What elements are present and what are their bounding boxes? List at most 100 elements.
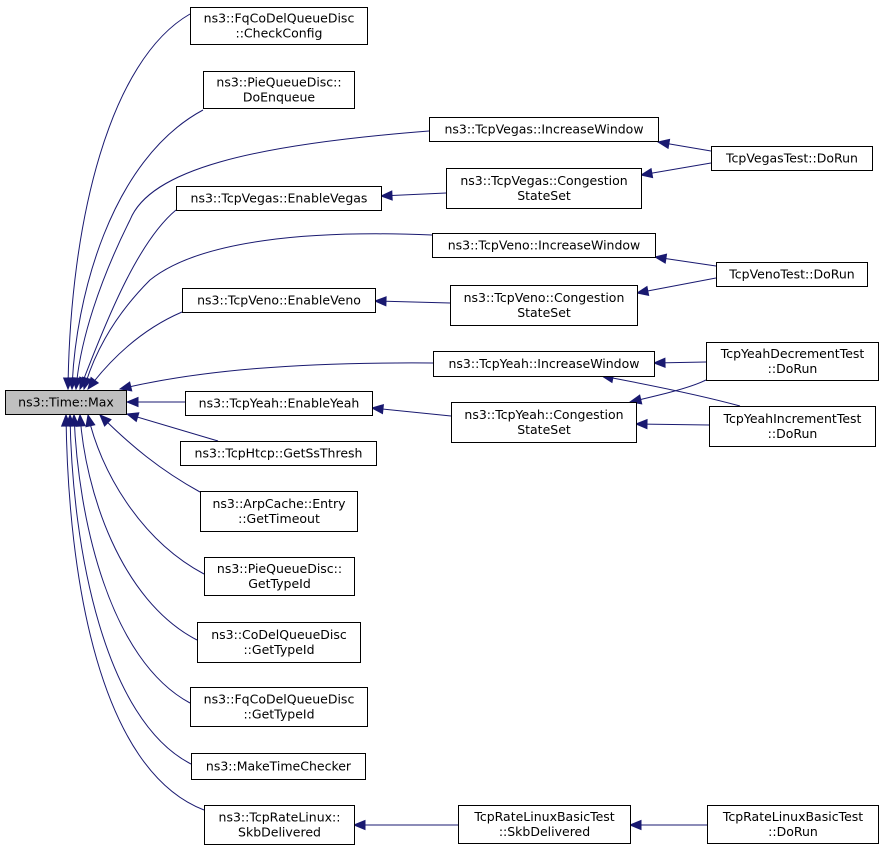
node-vegastest[interactable]: TcpVegasTest::DoRun bbox=[711, 146, 873, 171]
node-mtc-box bbox=[191, 753, 366, 780]
edge-yeahcong-to-yeahen bbox=[371, 407, 452, 417]
node-vegasen[interactable]: ns3::TcpVegas::EnableVegas bbox=[176, 186, 382, 211]
edge-vegastest-to-vegascong bbox=[640, 162, 712, 176]
node-yeahincr[interactable]: TcpYeahIncrementTest::DoRun bbox=[709, 406, 876, 447]
arrowhead-vegascong-to-vegasen bbox=[379, 190, 393, 201]
node-venocong-label-0: ns3::TcpVeno::Congestion bbox=[464, 290, 625, 305]
node-vegascong-box bbox=[446, 168, 642, 209]
edge-vegasinc-to-root bbox=[75, 130, 430, 390]
node-htcp-box bbox=[180, 441, 377, 466]
edge-codeltype-to-root bbox=[79, 414, 198, 641]
edge-venotest-to-venocong bbox=[636, 277, 717, 294]
node-venoen-label-0: ns3::TcpVeno::EnableVeno bbox=[197, 293, 361, 308]
node-pieenq-label-1: DoEnqueue bbox=[243, 90, 316, 105]
arrowhead-vegastest-to-vegasinc bbox=[656, 138, 671, 150]
arrowhead-venocong-to-venoen bbox=[373, 296, 387, 307]
node-pietype-box bbox=[204, 557, 355, 596]
arrowhead-ratetest-to-ratelinux bbox=[352, 819, 366, 831]
arrowhead-yeahincr-to-yeahcong bbox=[634, 418, 648, 430]
edge-arp-to-root bbox=[99, 414, 201, 493]
node-yeahinc-label-0: ns3::TcpYeah::IncreaseWindow bbox=[449, 356, 640, 371]
node-yeahdec-label-1: ::DoRun bbox=[768, 361, 818, 376]
node-vegastest-box bbox=[711, 146, 873, 171]
node-venoinc[interactable]: ns3::TcpVeno::IncreaseWindow bbox=[432, 233, 656, 258]
node-ratetestrun-label-0: TcpRateLinuxBasicTest bbox=[722, 809, 863, 824]
arrowhead-venotest-to-venocong bbox=[635, 285, 650, 297]
node-fqtype[interactable]: ns3::FqCoDelQueueDisc::GetTypeId bbox=[190, 687, 368, 727]
node-venoinc-box bbox=[432, 233, 656, 258]
node-arp-box bbox=[200, 491, 358, 532]
node-ratetest[interactable]: TcpRateLinuxBasicTest::SkbDelivered bbox=[458, 805, 631, 844]
edge-mtc-to-root bbox=[69, 414, 192, 765]
node-ratetestrun[interactable]: TcpRateLinuxBasicTest::DoRun bbox=[707, 805, 879, 844]
node-yeahen[interactable]: ns3::TcpYeah::EnableYeah bbox=[185, 391, 373, 416]
edge-pieenq-to-root bbox=[71, 109, 204, 390]
node-venocong-box bbox=[450, 285, 638, 326]
edges-layer bbox=[60, 13, 741, 831]
arrowhead-venoen-to-root bbox=[87, 376, 100, 391]
node-venotest-label-0: TcpVenoTest::DoRun bbox=[728, 267, 854, 282]
edge-fqtype-to-root bbox=[73, 414, 191, 704]
node-ratetestrun-box bbox=[707, 805, 879, 844]
node-yeahcong-box bbox=[451, 402, 637, 443]
node-yeahincr-box bbox=[709, 406, 876, 447]
edge-pietype-to-root bbox=[87, 414, 205, 575]
node-yeahcong-label-0: ns3::TcpYeah::Congestion bbox=[464, 407, 623, 422]
node-pietype-label-0: ns3::PieQueueDisc:: bbox=[217, 561, 342, 576]
node-mtc[interactable]: ns3::MakeTimeChecker bbox=[191, 753, 366, 780]
node-yeahdec[interactable]: TcpYeahDecrementTest::DoRun bbox=[706, 342, 879, 381]
edge-fqcheck-to-root bbox=[67, 13, 191, 390]
node-ratelinux-box bbox=[204, 805, 355, 845]
node-venoen[interactable]: ns3::TcpVeno::EnableVeno bbox=[182, 288, 376, 313]
node-fqtype-label-1: ::GetTypeId bbox=[243, 707, 314, 722]
edge-venocong-to-venoen bbox=[374, 300, 451, 304]
node-vegasinc-box bbox=[429, 117, 659, 142]
node-pietype[interactable]: ns3::PieQueueDisc::GetTypeId bbox=[204, 557, 355, 596]
node-fqcheck[interactable]: ns3::FqCoDelQueueDisc::CheckConfig bbox=[190, 7, 368, 45]
arrowhead-vegastest-to-vegascong bbox=[639, 167, 654, 179]
node-codeltype-label-0: ns3::CoDelQueueDisc bbox=[211, 627, 347, 642]
node-vegasen-box bbox=[176, 186, 382, 211]
node-yeahinc[interactable]: ns3::TcpYeah::IncreaseWindow bbox=[433, 351, 655, 377]
node-pieenq-box bbox=[203, 71, 355, 109]
node-codeltype-box bbox=[197, 622, 361, 663]
node-fqtype-label-0: ns3::FqCoDelQueueDisc bbox=[204, 692, 355, 707]
edge-yeahincr-to-yeahinc bbox=[601, 375, 741, 407]
node-root[interactable]: ns3::Time::Max bbox=[5, 390, 127, 415]
arrowhead-yeahdec-to-yeahinc bbox=[652, 357, 666, 369]
edge-vegasen-to-root bbox=[79, 209, 177, 390]
arrowhead-vegasinc-to-root bbox=[71, 377, 83, 391]
nodes-layer: ns3::Time::Maxns3::FqCoDelQueueDisc::Che… bbox=[5, 7, 879, 845]
arrowhead-venotest-to-venoinc bbox=[653, 253, 668, 264]
node-yeahincr-label-1: ::DoRun bbox=[768, 426, 818, 441]
node-arp[interactable]: ns3::ArpCache::Entry::GetTimeout bbox=[200, 491, 358, 532]
node-ratelinux[interactable]: ns3::TcpRateLinux::SkbDelivered bbox=[204, 805, 355, 845]
arrowhead-yeahcong-to-yeahen bbox=[370, 403, 384, 415]
node-yeahen-box bbox=[185, 391, 373, 416]
node-ratetest-label-1: ::SkbDelivered bbox=[499, 824, 590, 839]
node-venotest-box bbox=[716, 262, 868, 287]
node-htcp[interactable]: ns3::TcpHtcp::GetSsThresh bbox=[180, 441, 377, 466]
node-yeahinc-box bbox=[433, 351, 655, 377]
node-fqcheck-box bbox=[190, 7, 368, 45]
node-fqcheck-label-1: ::CheckConfig bbox=[236, 26, 323, 41]
node-pieenq[interactable]: ns3::PieQueueDisc::DoEnqueue bbox=[203, 71, 355, 109]
node-vegasinc[interactable]: ns3::TcpVegas::IncreaseWindow bbox=[429, 117, 659, 142]
node-yeahdec-box bbox=[706, 342, 879, 381]
node-ratelinux-label-1: SkbDelivered bbox=[238, 825, 321, 840]
edge-yeahinc-to-root bbox=[119, 362, 434, 390]
node-fqtype-box bbox=[190, 687, 368, 727]
edge-htcp-to-root bbox=[126, 413, 219, 442]
node-yeahincr-label-0: TcpYeahIncrementTest bbox=[723, 411, 862, 426]
node-venotest[interactable]: TcpVenoTest::DoRun bbox=[716, 262, 868, 287]
arrowhead-yeahen-to-root bbox=[125, 396, 139, 408]
edge-ratelinux-to-root bbox=[65, 414, 205, 811]
node-ratetest-label-0: TcpRateLinuxBasicTest bbox=[473, 809, 614, 824]
arrowhead-venoinc-to-root bbox=[82, 376, 93, 391]
node-ratetest-box bbox=[458, 805, 631, 844]
node-codeltype[interactable]: ns3::CoDelQueueDisc::GetTypeId bbox=[197, 622, 361, 663]
